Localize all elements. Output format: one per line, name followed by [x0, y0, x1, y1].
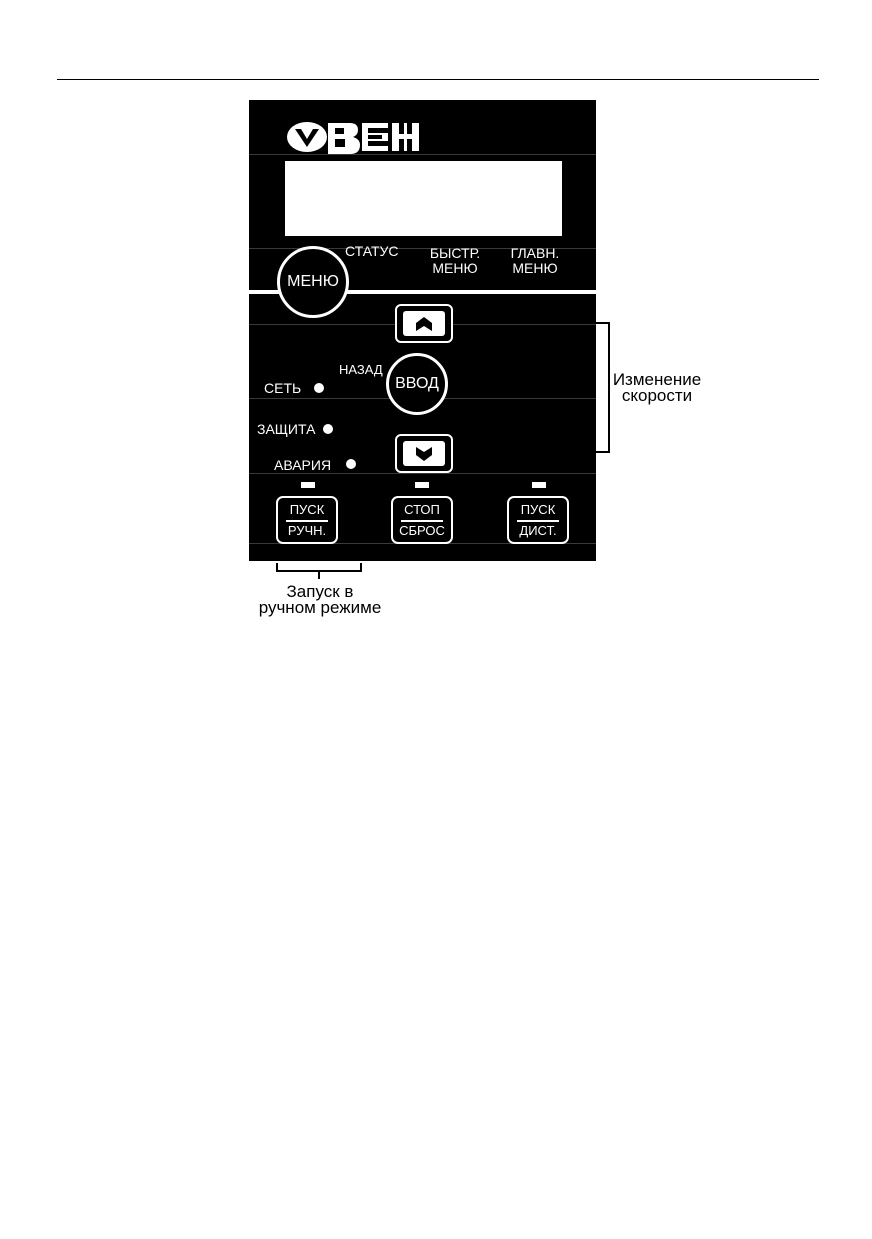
up-button[interactable] [395, 304, 453, 343]
start-remote-indicator [532, 482, 546, 488]
speed-bracket-vertical [608, 322, 610, 453]
menu-button[interactable]: МЕНЮ [277, 246, 349, 318]
enter-button[interactable]: ВВОД [386, 353, 448, 415]
manual-bracket-left [276, 563, 278, 572]
stop-reset-button[interactable]: СТОП СБРОС [391, 496, 453, 544]
start-manual-indicator [301, 482, 315, 488]
header-rule [57, 79, 819, 80]
lcd-display [285, 161, 562, 236]
control-panel: СТАТУС БЫСТР.МЕНЮ ГЛАВН.МЕНЮ МЕНЮ НАЗАД … [249, 100, 596, 561]
protection-led [323, 424, 333, 434]
protection-label: ЗАЩИТА [257, 421, 316, 437]
speed-bracket-bottom [455, 451, 610, 453]
start-remote-button[interactable]: ПУСК ДИСТ. [507, 496, 569, 544]
menu-divider-line [249, 290, 596, 294]
panel-line [249, 248, 596, 249]
speed-bracket-top [455, 322, 610, 324]
panel-line [249, 473, 596, 474]
panel-line [249, 154, 596, 155]
down-button[interactable] [395, 434, 453, 473]
stop-indicator [415, 482, 429, 488]
main-menu-label: ГЛАВН.МЕНЮ [510, 245, 560, 276]
quick-menu-label: БЫСТР.МЕНЮ [429, 245, 481, 276]
network-label: СЕТЬ [264, 380, 302, 396]
status-label: СТАТУС [345, 243, 399, 259]
network-led [314, 383, 324, 393]
manual-bracket-stem [318, 570, 320, 579]
chevron-up-icon [416, 316, 432, 331]
manual-bracket-right [360, 563, 362, 572]
chevron-down-icon [416, 446, 432, 461]
back-label: НАЗАД [339, 362, 383, 377]
start-manual-button[interactable]: ПУСК РУЧН. [276, 496, 338, 544]
alarm-label: АВАРИЯ [274, 457, 332, 473]
alarm-led [346, 459, 356, 469]
brand-logo [285, 120, 419, 154]
